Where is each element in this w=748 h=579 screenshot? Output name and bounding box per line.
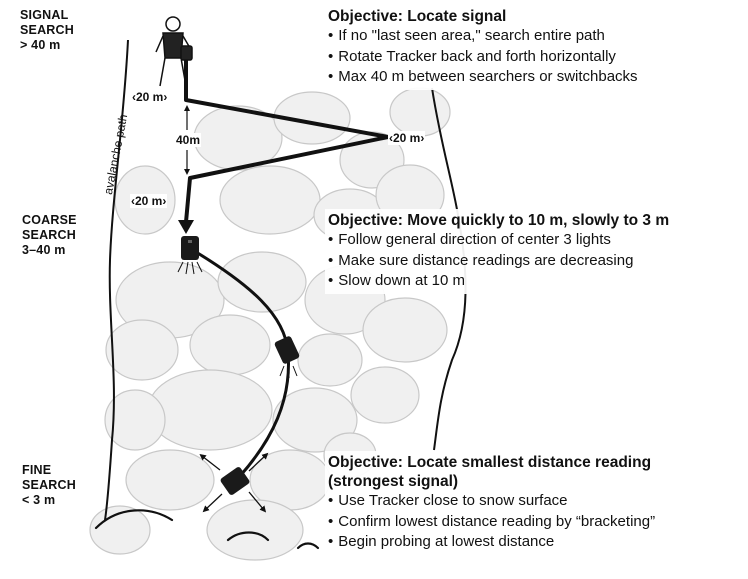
path-edge-left [104, 39, 129, 521]
bullet-dot: • [328, 492, 334, 509]
objective-item: •Max 40 m between searchers or switchbac… [328, 67, 638, 88]
phase-label-coarse-search: COARSE SEARCH 3–40 m [22, 213, 77, 258]
tracker-device-3 [220, 467, 250, 495]
phase-coarse-line3: 3–40 m [22, 243, 66, 257]
distance-label-20m-bottom: ‹20 m› [130, 194, 168, 208]
phase-signal-line1: SIGNAL [20, 8, 69, 22]
bullet-dot: • [328, 533, 334, 550]
bullet-dot: • [328, 231, 334, 248]
objective-item-text: Make sure distance readings are decreasi… [338, 251, 634, 269]
phase-coarse-line1: COARSE [22, 213, 77, 227]
objective-item-text: Begin probing at lowest distance [338, 533, 555, 550]
distance-label-40m: 40m [175, 133, 202, 147]
objective-title-signal: Objective: Locate signal [328, 8, 507, 25]
objective-title-fine-line2: (strongest signal) [328, 473, 459, 490]
phase-signal-line2: SEARCH [20, 23, 74, 37]
bracketing-arrows [199, 452, 269, 513]
objective-item: •Follow general direction of center 3 li… [328, 230, 669, 251]
objective-box-fine: Objective: Locate smallest distance read… [325, 451, 660, 555]
objective-list-coarse: •Follow general direction of center 3 li… [328, 230, 669, 292]
objective-item-text: If no "last seen area," search entire pa… [338, 27, 605, 44]
route-arrowhead [178, 220, 194, 234]
phase-fine-line3: < 3 m [22, 493, 56, 507]
bullet-dot: • [328, 68, 334, 85]
objective-item-text: Follow general direction of center 3 lig… [338, 231, 611, 248]
objective-list-signal: •If no "last seen area," search entire p… [328, 26, 638, 88]
objective-title-coarse: Objective: Move quickly to 10 m, slowly … [328, 212, 670, 229]
objective-box-coarse: Objective: Move quickly to 10 m, slowly … [325, 209, 674, 294]
bullet-dot: • [328, 512, 334, 530]
bullet-dot: • [328, 272, 334, 289]
distance-label-20m-right: ‹20 m› [388, 131, 426, 145]
phase-label-signal-search: SIGNAL SEARCH > 40 m [20, 8, 74, 53]
objective-list-fine: •Use Tracker close to snow surface •Conf… [328, 491, 655, 553]
objective-item-text: Slow down at 10 m [338, 272, 465, 289]
objective-item: •Make sure distance readings are decreas… [328, 251, 669, 272]
objective-item-text: Max 40 m between searchers or switchback… [338, 68, 638, 85]
phase-signal-line3: > 40 m [20, 38, 61, 52]
tracker-device-2 [274, 336, 300, 378]
objective-item-text: Confirm lowest distance reading by “brac… [338, 512, 656, 530]
snow-bumps [94, 509, 320, 550]
objective-box-signal: Objective: Locate signal •If no "last se… [325, 5, 642, 90]
phase-coarse-line2: SEARCH [22, 228, 76, 242]
distance-label-20m-top: ‹20 m› [131, 90, 169, 104]
objective-item: •If no "last seen area," search entire p… [328, 26, 638, 47]
phase-fine-line1: FINE [22, 463, 52, 477]
objective-item: •Use Tracker close to snow surface [328, 491, 655, 512]
objective-item: •Begin probing at lowest distance [328, 532, 655, 553]
objective-item-text: Use Tracker close to snow surface [338, 492, 568, 509]
phase-fine-line2: SEARCH [22, 478, 76, 492]
objective-item-text: Rotate Tracker back and forth horizontal… [338, 47, 616, 65]
bullet-dot: • [328, 47, 334, 65]
objective-item: •Slow down at 10 m [328, 271, 669, 292]
objective-item: •Confirm lowest distance reading by “bra… [328, 512, 655, 533]
phase-label-fine-search: FINE SEARCH < 3 m [22, 463, 76, 508]
bullet-dot: • [328, 251, 334, 269]
objective-item: •Rotate Tracker back and forth horizonta… [328, 47, 638, 68]
bullet-dot: • [328, 27, 334, 44]
searcher-figure [155, 16, 193, 87]
tracker-device-1 [177, 236, 203, 275]
objective-title-fine-line1: Objective: Locate smallest distance read… [328, 454, 652, 471]
